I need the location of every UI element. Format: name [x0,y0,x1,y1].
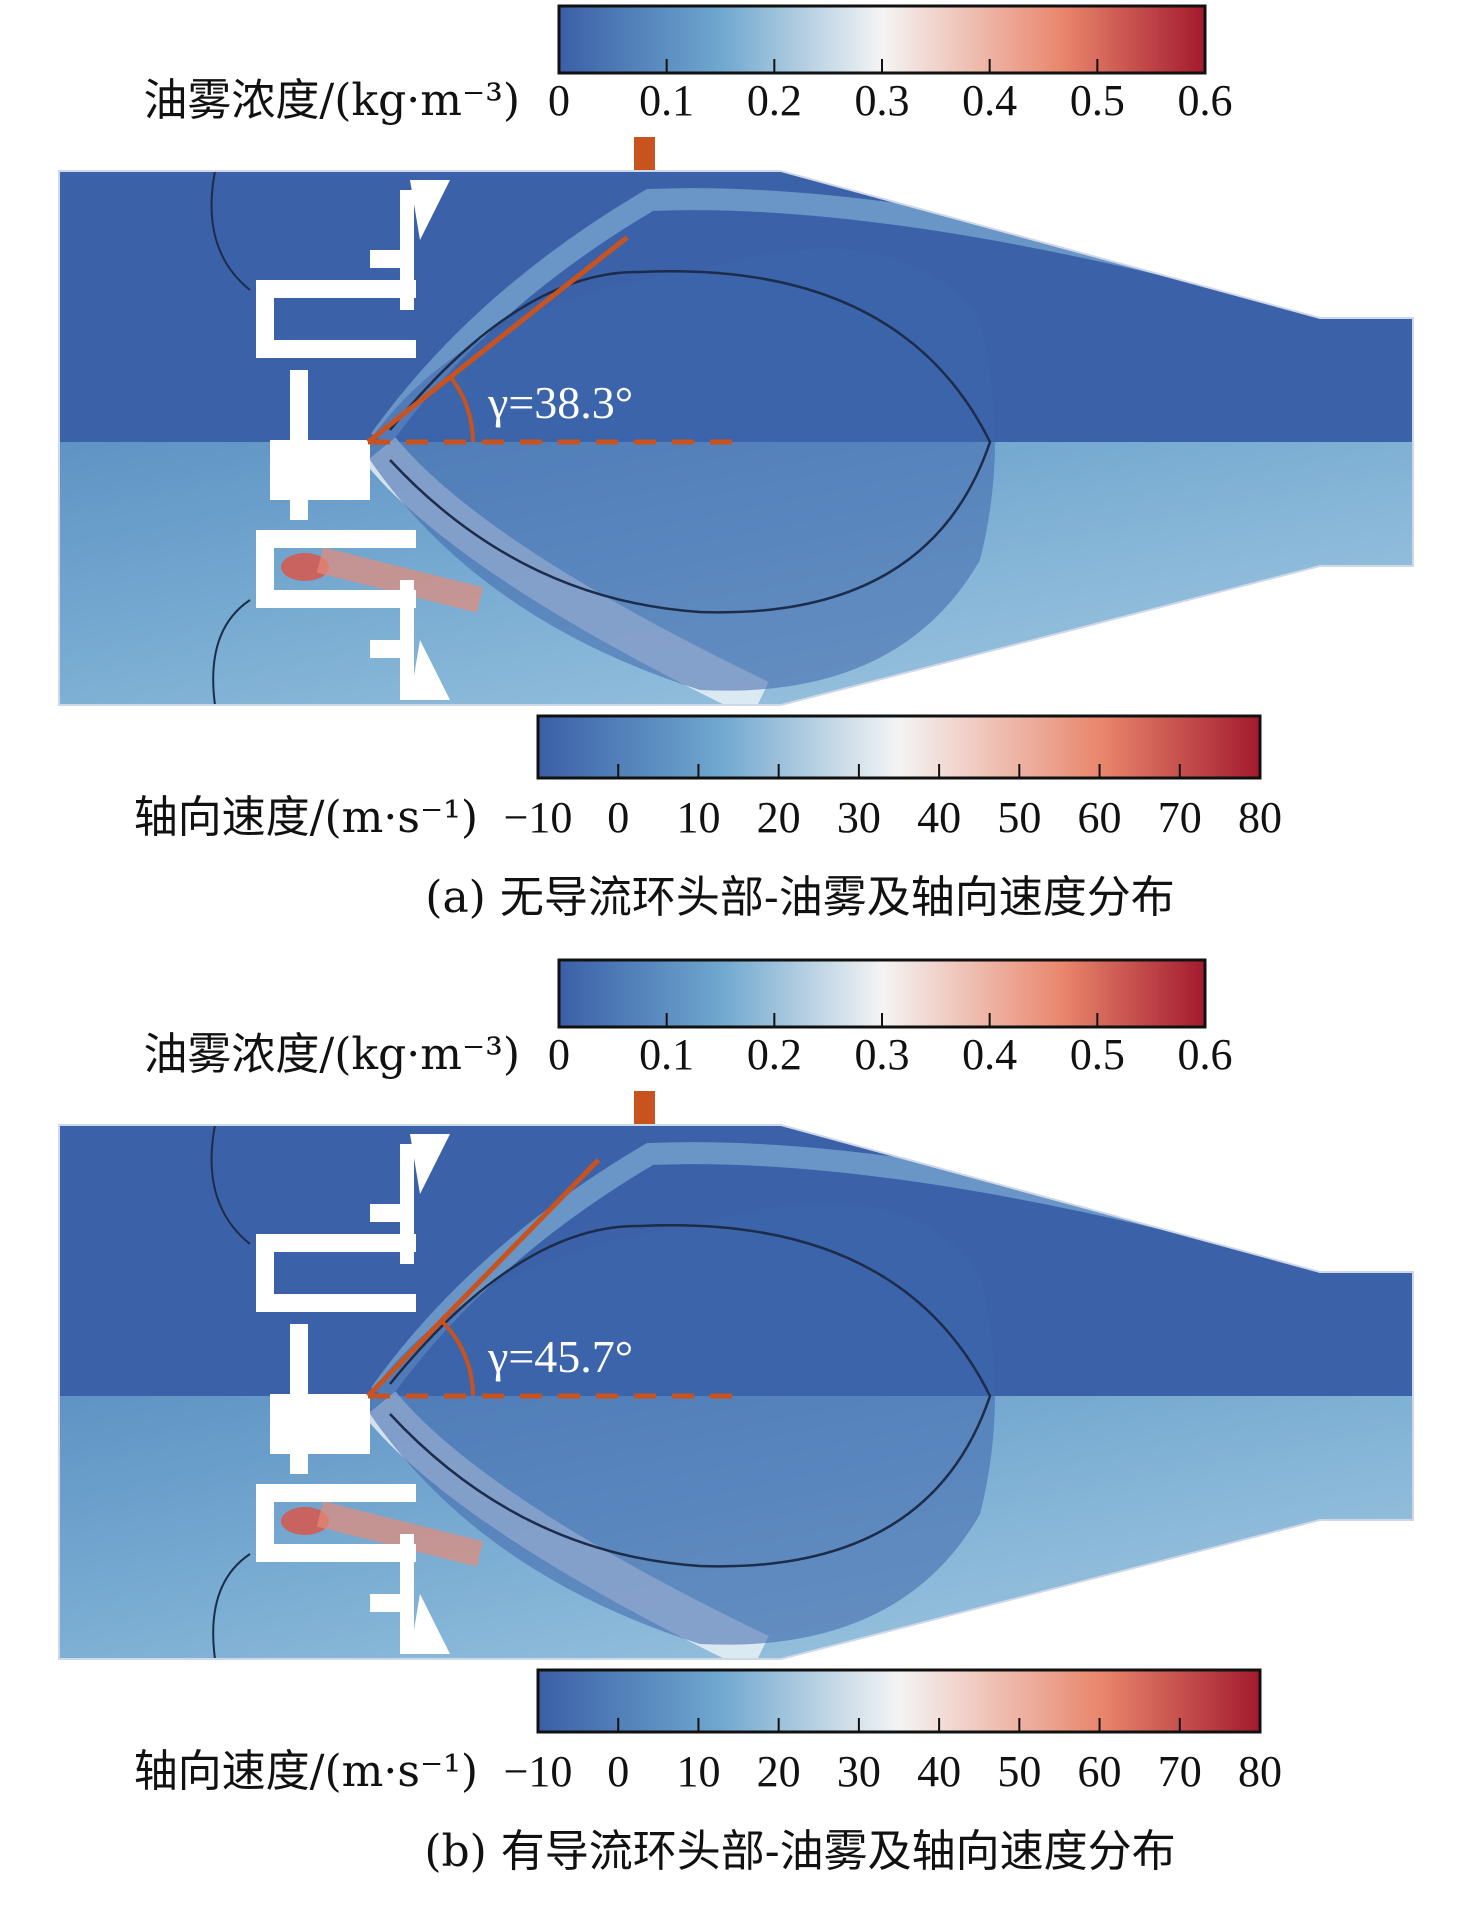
swirler-part [270,1394,370,1454]
colorbar-tick-label: 70 [1158,793,1202,842]
swirler-part [270,440,370,500]
swirler-part [256,1544,416,1562]
swirler-part [400,1144,414,1264]
colorbar-tick-label: 80 [1238,793,1282,842]
colorbar-tick-label: −10 [504,1747,573,1796]
colorbar-tick-label: 0.5 [1070,76,1125,125]
caption: (b) 有导流环头部-油雾及轴向速度分布 [424,1826,1175,1877]
swirler-part [256,540,274,600]
swirler-part [370,250,406,268]
swirler-part [370,1594,406,1612]
colorbar-tick-label: 0.1 [639,76,694,125]
colorbar-tick-label: 20 [757,1747,801,1796]
colorbar-tick-label: 0.2 [747,76,802,125]
colorbar-tick-label: 0.2 [747,1030,802,1079]
colorbar-tick-label: 0.5 [1070,1030,1125,1079]
recirculation-contour [389,270,992,614]
colorbar-tick-label: 60 [1078,793,1122,842]
high-velocity-zone [281,553,329,581]
colorbar-tick-label: 80 [1238,1747,1282,1796]
colorbar-tick-label: 30 [837,793,881,842]
colorbar [536,714,1262,780]
colorbar-tick-label: 40 [917,1747,961,1796]
angle-arc [448,375,475,443]
colorbar-tick-label: 10 [676,1747,720,1796]
swirler-part [256,340,416,358]
swirler-part [256,1294,416,1312]
colorbar-tick-label: 0 [607,1747,629,1796]
swirler-part [256,290,274,350]
panel-b: 0 0.1 0.2 0.3 0.4 0.5 0.6 油雾浓度/(kg·m⁻³) γ=45.7° −… [58,958,1414,1877]
colorbar-tick-label: −10 [504,793,573,842]
swirler-part [256,1234,416,1252]
probe-marker [634,137,655,173]
recirculation-core [370,248,995,691]
swirler-part [370,1204,406,1222]
flow-field [59,171,1413,705]
combustor-outline [58,170,1414,706]
swirler-part [256,280,416,298]
swirler-part [256,530,416,548]
swirler-part [290,370,308,440]
colorbar-title: 轴向速度/(m·s⁻¹) [134,1746,478,1797]
angle-label: γ=38.3° [487,377,633,428]
colorbar-tick-label: 0.3 [855,76,910,125]
angle-label: γ=45.7° [487,1331,633,1382]
swirler-part [370,640,406,658]
swirler-part [400,580,414,700]
colorbar-tick-label: 0 [607,793,629,842]
colorbar-tick-label: 40 [917,793,961,842]
flow-field [59,1125,1413,1659]
swirler-vane [410,180,450,240]
panel-a: 0 0.1 0.2 0.3 0.4 0.5 0.6 油雾浓度/(kg·m⁻³) γ=38.3° −… [58,4,1414,923]
swirler-structure [256,1134,450,1654]
swirler-part [400,190,414,310]
colorbar-title: 轴向速度/(m·s⁻¹) [134,792,478,843]
colorbar-tick-label: 10 [676,793,720,842]
recirculation-core [370,1202,995,1645]
colorbar-tick-label: 0 [548,76,570,125]
colorbar-tick-label: 0.4 [962,76,1017,125]
angle-arc [439,1319,475,1397]
swirler-part [256,1244,274,1304]
swirler-vane [410,1594,450,1654]
contour-line [210,171,251,291]
colorbar-tick-label: 0.6 [1178,76,1233,125]
contour-line [212,599,251,705]
colorbar-tick-label: 20 [757,793,801,842]
colorbar-tick-label: 0 [548,1030,570,1079]
swirler-part [290,450,308,520]
colorbar [536,1668,1262,1734]
swirler-part [400,1534,414,1654]
high-velocity-zone [281,1507,329,1535]
caption: (a) 无导流环头部-油雾及轴向速度分布 [425,872,1174,923]
colorbar-tick-label: 50 [997,793,1041,842]
swirler-part [290,1404,308,1474]
combustor-outline [58,1124,1414,1660]
colorbar-tick-label: 0.4 [962,1030,1017,1079]
swirler-structure [256,180,450,700]
colorbar-title: 油雾浓度/(kg·m⁻³) [143,1029,520,1080]
recirculation-contour [389,1224,992,1568]
colorbar-title: 油雾浓度/(kg·m⁻³) [143,75,520,126]
colorbar-tick-label: 0.1 [639,1030,694,1079]
contour-line [210,1125,251,1245]
swirler-part [256,1494,274,1554]
colorbar-tick-label: 60 [1078,1747,1122,1796]
swirler-part [256,590,416,608]
contour-line [212,1553,251,1659]
swirler-vane [410,1134,450,1194]
probe-marker [634,1091,655,1127]
spray-angle-line [366,1158,601,1398]
colorbar-tick-label: 70 [1158,1747,1202,1796]
swirler-part [256,1484,416,1502]
colorbar-tick-label: 0.6 [1178,1030,1233,1079]
swirler-vane [410,640,450,700]
colorbar-tick-label: 0.3 [855,1030,910,1079]
swirler-part [290,1324,308,1394]
colorbar-tick-label: 50 [997,1747,1041,1796]
colorbar-tick-label: 30 [837,1747,881,1796]
spray-angle-line [366,235,629,444]
